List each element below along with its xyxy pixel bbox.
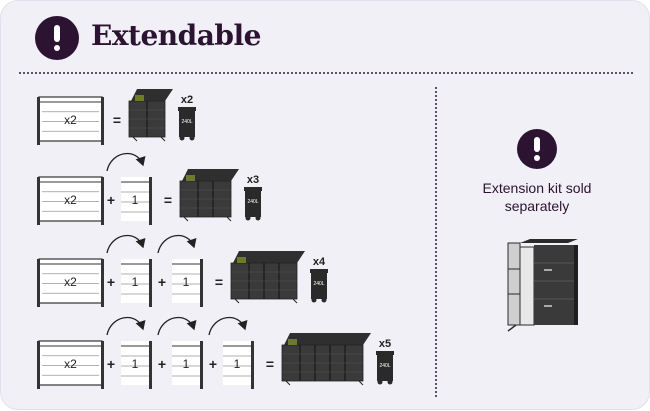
bin-capacity-label: 240L (181, 119, 192, 125)
wheelie-bin-icon: 240L (244, 187, 262, 221)
plus-sign: + (158, 274, 166, 290)
multiplier-label: x2 (64, 275, 77, 289)
bin-multiplier-label: x4 (313, 256, 326, 268)
kit-count-label: 1 (132, 193, 139, 207)
curved-arrow-icon (106, 234, 146, 254)
equals-sign: = (215, 274, 223, 290)
note-line: Extension kit sold (482, 180, 592, 196)
extension-row: x2 +1 +1 = x4 240L (37, 234, 328, 307)
divider-horizontal (19, 72, 633, 74)
plus-sign: + (209, 356, 217, 372)
bin-multiplier-label: x2 (181, 94, 193, 106)
divider-vertical (435, 87, 437, 397)
frame-outline (38, 340, 103, 386)
kit-count-label: 1 (132, 357, 139, 371)
multiplier-label: x2 (64, 193, 77, 207)
bin-store-icon (182, 169, 239, 181)
curved-arrow-icon (208, 316, 248, 336)
plus-sign: + (107, 192, 115, 208)
bin-store-icon (284, 333, 371, 345)
extension-row: x2 +1 = x3 240L (37, 152, 262, 225)
bin-capacity-label: 240L (313, 281, 324, 287)
multiplier-label: x2 (64, 113, 77, 127)
wheelie-bin-icon: 240L (376, 351, 394, 385)
plus-sign: + (158, 356, 166, 372)
bin-store-icon (233, 251, 305, 263)
equals-sign: = (266, 356, 274, 372)
kit-count-label: 1 (183, 275, 190, 289)
equals-sign: = (113, 112, 121, 128)
kit-count-label: 1 (234, 357, 241, 371)
bin-capacity-label: 240L (379, 363, 390, 369)
extension-row: x2 +1 +1 +1 = x5 240L (37, 316, 394, 389)
extension-note: Extension kit sold separately (456, 179, 618, 215)
plus-sign: + (107, 274, 115, 290)
note-line: separately (504, 198, 570, 214)
curved-arrow-icon (106, 152, 146, 172)
equals-sign: = (164, 192, 172, 208)
curved-arrow-icon (157, 316, 197, 336)
frame-outline (38, 258, 103, 304)
curved-arrow-icon (157, 234, 197, 254)
exclamation-icon (517, 129, 557, 169)
wheelie-bin-icon: 240L (310, 269, 328, 303)
multiplier-label: x2 (64, 357, 77, 371)
kit-count-label: 1 (132, 275, 139, 289)
bin-capacity-label: 240L (247, 199, 258, 205)
page-title: Extendable (91, 19, 261, 52)
bin-multiplier-label: x5 (379, 338, 391, 350)
exclamation-icon (35, 16, 79, 60)
plus-sign: + (107, 356, 115, 372)
frame-outline (38, 176, 103, 222)
kit-count-label: 1 (183, 357, 190, 371)
extension-row: x2 = x2 240L (37, 89, 196, 145)
wheelie-bin-icon: 240L (178, 107, 196, 141)
extension-kit-icon (507, 239, 578, 332)
curved-arrow-icon (106, 316, 146, 336)
bin-multiplier-label: x3 (247, 174, 259, 186)
